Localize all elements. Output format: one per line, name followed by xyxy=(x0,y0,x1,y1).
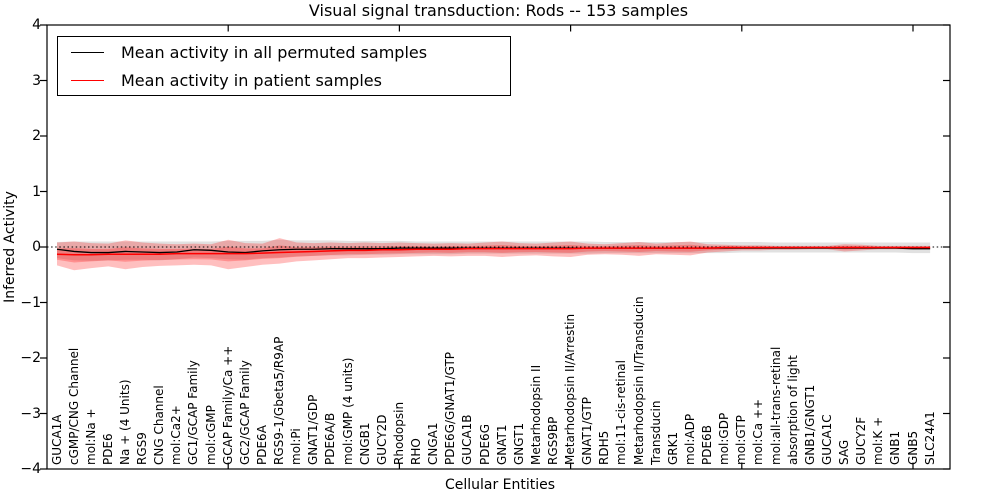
x-tick-label: GUCY2D xyxy=(374,414,389,465)
x-tick-label: Metarhodopsin II/Transducin xyxy=(631,296,646,465)
x-tick-label: GC2/GCAP Family xyxy=(237,360,252,465)
x-tick-label: Rhodopsin xyxy=(391,401,406,465)
y-tick-label: −2 xyxy=(20,350,41,366)
patient-mean-line xyxy=(56,246,931,256)
x-tick-label: mol:ADP xyxy=(682,413,697,465)
x-tick-label: GCAP Family/Ca ++ xyxy=(220,345,235,465)
x-tick-label: mol:11-cis-retinal xyxy=(614,360,629,465)
legend-item-patient: Mean activity in patient samples xyxy=(58,66,510,94)
y-tick-label: −1 xyxy=(20,294,41,311)
x-tick-label: GNB5 xyxy=(905,430,920,465)
x-tick-label: PDE6G xyxy=(477,424,492,465)
x-tick-label: mol:GMP (4 units) xyxy=(340,357,355,465)
x-tick-label: mol:Ca ++ xyxy=(751,398,766,465)
x-tick-label: CNGB1 xyxy=(357,422,372,465)
x-tick-label: GNAT1/GTP xyxy=(580,397,595,465)
x-tick-label: GUCA1B xyxy=(460,414,475,465)
x-tick-label: GNB1/GNGT1 xyxy=(802,384,817,465)
legend: Mean activity in all permuted samples Me… xyxy=(57,36,511,96)
x-tick-label: PDE6G/GNAT1/GTP xyxy=(443,351,458,465)
x-tick-label: mol:all-trans-retinal xyxy=(768,346,783,465)
x-tick-label: PDE6A xyxy=(254,425,269,465)
legend-item-permuted: Mean activity in all permuted samples xyxy=(58,38,510,66)
chart-title: Visual signal transduction: Rods -- 153 … xyxy=(308,1,689,20)
y-tick-label: 3 xyxy=(32,72,41,89)
x-tick-label: mol:GTP xyxy=(734,415,749,465)
x-tick-label: RDH5 xyxy=(597,430,612,465)
x-tick-label: CNG Channel xyxy=(152,385,167,465)
y-tick-label: −3 xyxy=(20,405,41,422)
x-tick-label: GNB1 xyxy=(888,430,903,465)
legend-label: Mean activity in all permuted samples xyxy=(121,42,428,62)
x-tick-label: mol:GDP xyxy=(717,412,732,465)
y-tick-label: 2 xyxy=(32,128,41,144)
x-tick-label: mol:cGMP xyxy=(203,405,218,465)
permuted-std-band xyxy=(57,239,931,261)
x-tick-label: GRK1 xyxy=(665,431,680,465)
x-tick-label: absorption of light xyxy=(785,355,800,465)
x-tick-label: Metarhodopsin II xyxy=(528,364,543,465)
x-tick-label: GNGT1 xyxy=(511,422,526,465)
x-tick-label: cGMP/CNG Channel xyxy=(66,347,81,465)
x-tick-label: PDE6B xyxy=(700,425,715,465)
x-tick-label: PDE6 xyxy=(100,433,115,465)
x-tick-label: RHO xyxy=(409,438,424,465)
x-tick-label: mol:Ca2+ xyxy=(169,405,184,465)
x-tick-label: RGS9BP xyxy=(545,416,560,465)
x-tick-label: GNAT1/GDP xyxy=(306,394,321,465)
x-axis-label: Cellular Entities xyxy=(444,477,556,493)
permuted-line-sample xyxy=(71,51,104,53)
x-tick-label: GUCY2F xyxy=(854,416,869,465)
y-tick-label: 1 xyxy=(32,183,41,200)
x-tick-label: GUCA1C xyxy=(819,414,834,465)
x-tick-label: RGS9 xyxy=(135,432,150,465)
x-tick-label: mol:Pi xyxy=(289,428,304,465)
patient-band-outer xyxy=(57,238,931,271)
legend-label: Mean activity in patient samples xyxy=(121,70,382,90)
x-tick-label: GNAT1 xyxy=(494,424,509,465)
y-tick-label: −4 xyxy=(20,461,41,477)
patient-line-sample xyxy=(71,79,104,81)
x-tick-label: Metarhodopsin II/Arrestin xyxy=(563,313,578,465)
y-tick-label: 4 xyxy=(32,17,41,33)
x-tick-label: RGS9-1/Gbeta5/R9AP xyxy=(272,336,287,465)
x-tick-label: CNGA1 xyxy=(426,422,441,466)
x-tick-label: mol:K + xyxy=(871,416,886,465)
x-tick-label: mol:Na + xyxy=(83,408,98,465)
y-tick-label: 0 xyxy=(32,239,41,255)
x-tick-label: SLC24A1 xyxy=(922,411,937,465)
x-tick-label: Na + (4 Units) xyxy=(117,379,132,465)
x-tick-label: GC1/GCAP Family xyxy=(186,360,201,465)
x-tick-label: SAG xyxy=(837,439,852,465)
plot-area xyxy=(40,24,951,470)
x-tick-label: GUCA1A xyxy=(49,414,64,465)
x-tick-label: PDE6A/B xyxy=(323,412,338,465)
x-tick-label: Transducin xyxy=(648,400,663,465)
patient-band-inner xyxy=(57,244,931,263)
